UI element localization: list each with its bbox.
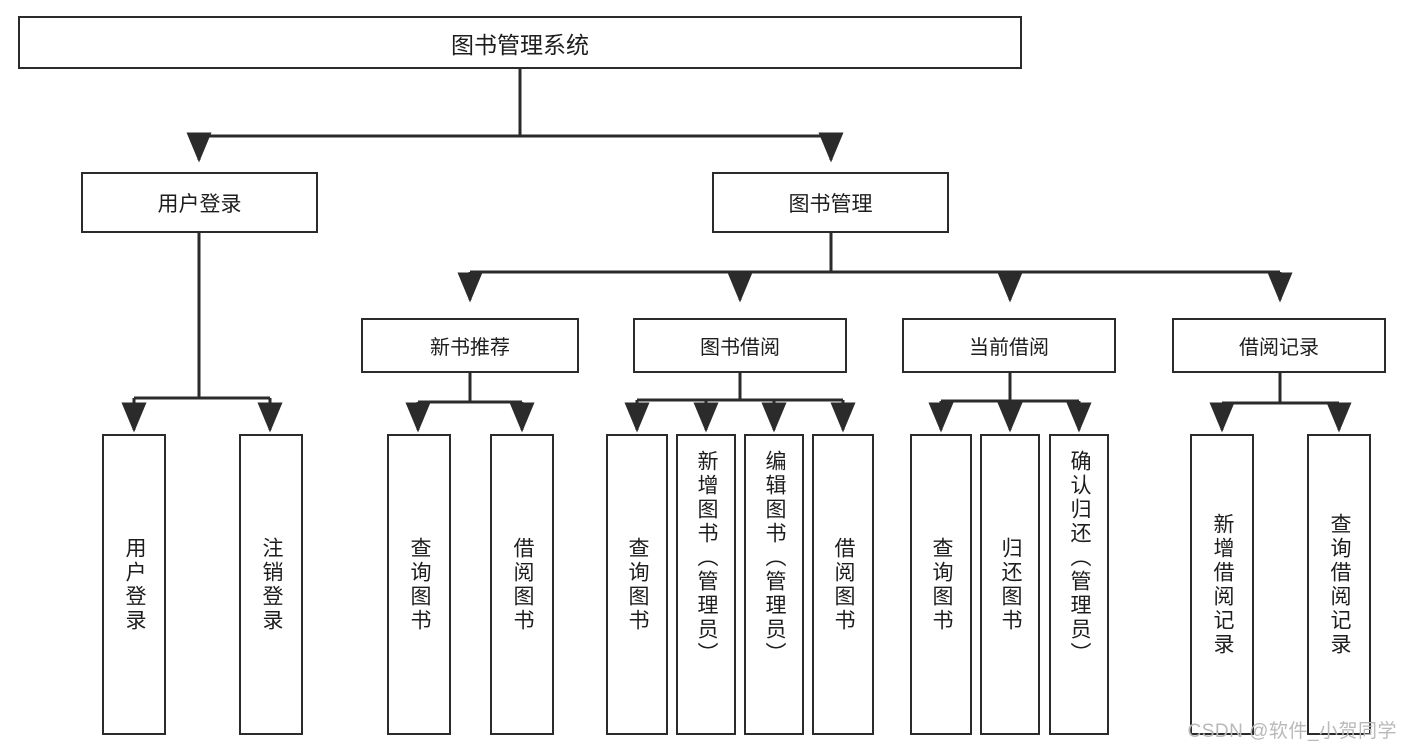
csdn-watermark: CSDN @软件_小贺同学 [1187,721,1397,742]
node-label: 用户登录 [123,536,147,633]
leaf-borrow-record-add[interactable]: 新增借阅记录 [1190,434,1254,735]
node-label: 新增借阅记录 [1211,512,1235,657]
node-root-system[interactable]: 图书管理系统 [18,16,1022,69]
node-label: 查询借阅记录 [1328,512,1352,657]
node-new-book-recommend[interactable]: 新书推荐 [361,318,579,373]
node-label: 借阅图书 [511,536,535,633]
node-label: 借阅图书 [832,536,856,633]
node-label: 确认归还（管理员） [1068,450,1092,666]
node-book-management[interactable]: 图书管理 [712,172,949,233]
node-label: 用户登录 [157,192,242,216]
leaf-user-login-signout[interactable]: 注销登录 [239,434,303,735]
node-label: 注销登录 [260,536,284,633]
node-label: 图书管理 [788,192,873,216]
node-borrow-record[interactable]: 借阅记录 [1172,318,1386,373]
node-label: 图书借阅 [700,337,780,359]
node-label: 查询图书 [626,536,650,633]
leaf-current-borrow-confirm-return[interactable]: 确认归还（管理员） [1049,434,1109,735]
node-label: 当前借阅 [969,337,1049,359]
leaf-book-borrow-edit[interactable]: 编辑图书（管理员） [744,434,804,735]
node-label: 新增图书（管理员） [695,450,719,666]
leaf-new-book-query[interactable]: 查询图书 [387,434,451,735]
node-label: 借阅记录 [1239,337,1319,359]
leaf-book-borrow-query[interactable]: 查询图书 [606,434,668,735]
node-label: 查询图书 [408,536,432,633]
leaf-book-borrow-add[interactable]: 新增图书（管理员） [676,434,736,735]
node-label: 编辑图书（管理员） [763,450,787,666]
node-label: 图书管理系统 [451,31,589,58]
node-current-borrow[interactable]: 当前借阅 [902,318,1116,373]
node-label: 归还图书 [999,536,1023,633]
leaf-new-book-borrow[interactable]: 借阅图书 [490,434,554,735]
leaf-user-login-signin[interactable]: 用户登录 [102,434,166,735]
leaf-current-borrow-return[interactable]: 归还图书 [980,434,1040,735]
node-user-login[interactable]: 用户登录 [81,172,318,233]
leaf-current-borrow-query[interactable]: 查询图书 [910,434,972,735]
node-label: 新书推荐 [430,337,510,359]
node-label: 查询图书 [930,536,954,633]
node-book-borrow[interactable]: 图书借阅 [633,318,847,373]
leaf-book-borrow-lend[interactable]: 借阅图书 [812,434,874,735]
leaf-borrow-record-query[interactable]: 查询借阅记录 [1307,434,1371,735]
